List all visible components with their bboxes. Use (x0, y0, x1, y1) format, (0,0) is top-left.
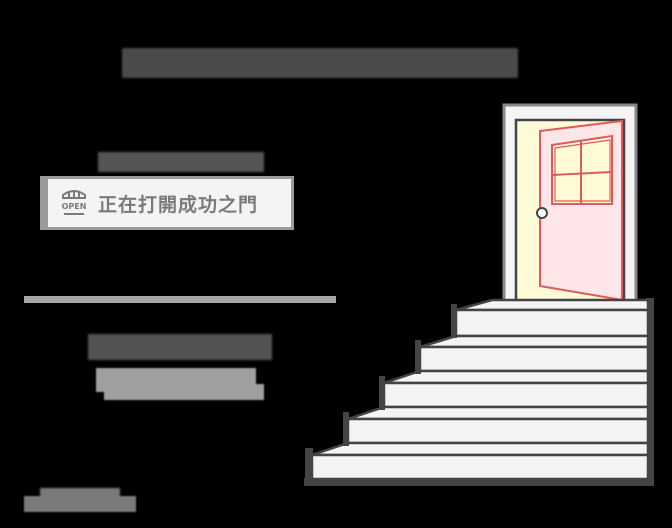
open-store-icon: OPEN (58, 185, 90, 221)
body-line-1-redacted (88, 334, 272, 360)
subtitle-redacted (98, 152, 264, 172)
door (536, 119, 623, 302)
banner-text: 正在打開成功之門 (98, 193, 259, 216)
staircase (304, 298, 654, 486)
footer-redacted-top (40, 488, 120, 498)
door-knob (536, 207, 548, 219)
svg-text:OPEN: OPEN (62, 202, 87, 211)
door-window (551, 134, 613, 205)
body-line-2b-redacted (104, 384, 264, 400)
divider (24, 296, 336, 303)
footer-redacted (24, 496, 136, 512)
page-title-redacted (122, 48, 518, 78)
open-banner: OPEN 正在打開成功之門 (40, 176, 294, 230)
